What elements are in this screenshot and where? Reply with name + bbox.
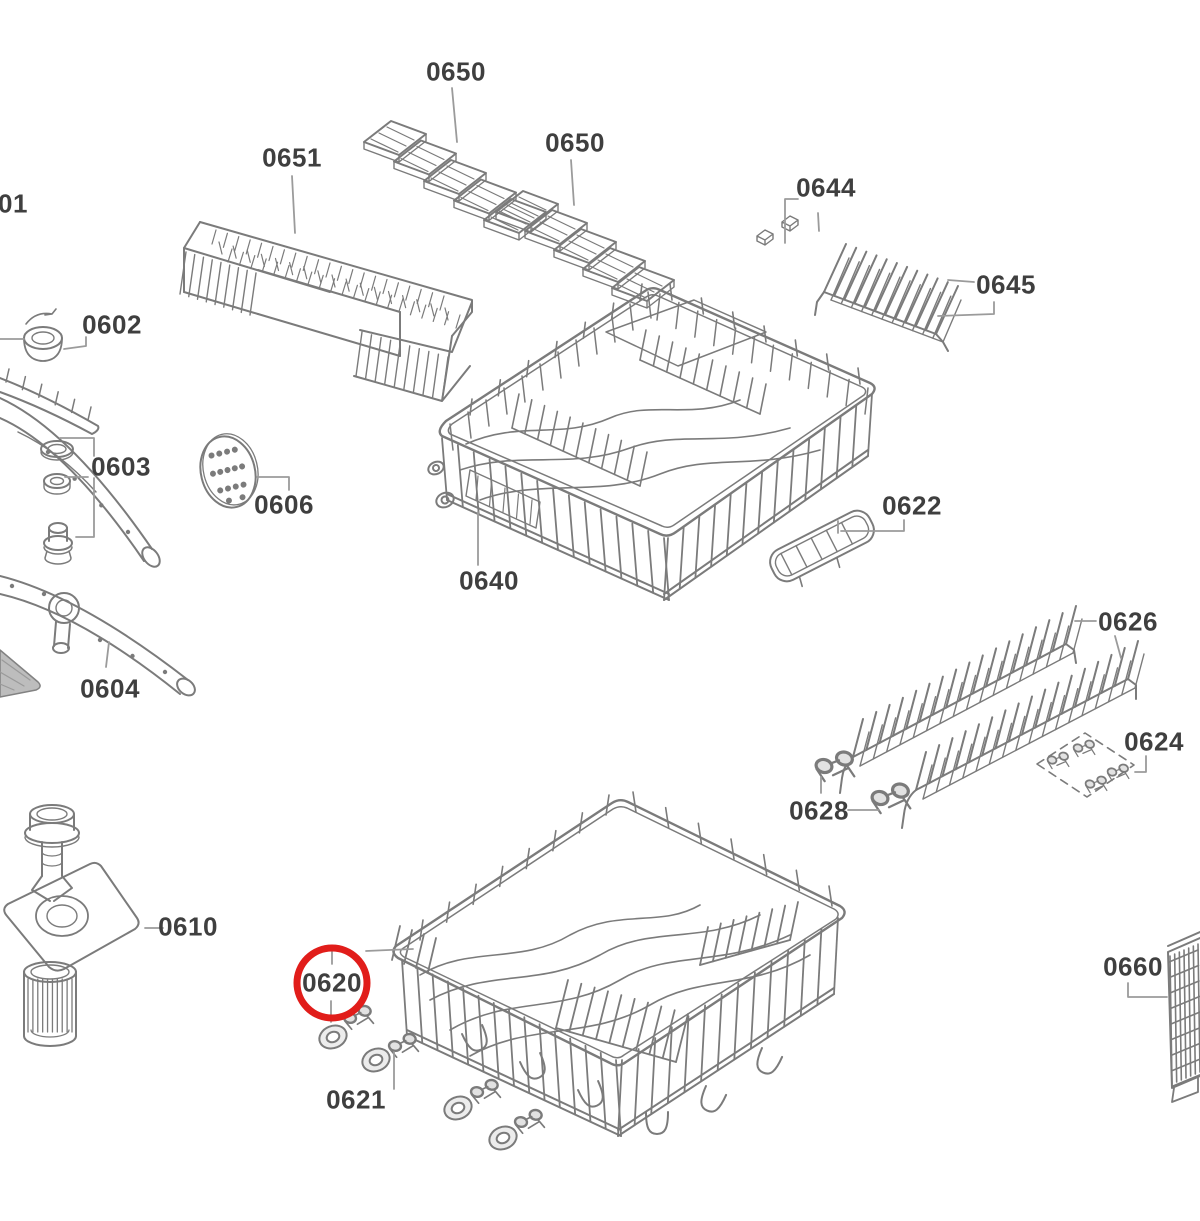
- part-label-0604: 0604: [80, 673, 140, 704]
- part-label-0640: 0640: [459, 565, 519, 596]
- leader-lines: [0, 87, 1168, 1090]
- leader-0651: [291, 175, 296, 234]
- part-label-0624: 0624: [1124, 726, 1184, 757]
- part-0610-filter-assembly: [3, 804, 140, 1047]
- part-label-0660: 0660: [1103, 951, 1163, 982]
- part-label-0621: 0621: [326, 1084, 386, 1115]
- part-0626-tine-rows: [839, 605, 1145, 829]
- part-label-0622: 0622: [882, 490, 942, 521]
- part-label-0644: 0644: [796, 172, 856, 203]
- part-label-0603: 0603: [91, 451, 151, 482]
- part-label-0602: 0602: [82, 309, 142, 340]
- part-label-0601-partial: 01: [0, 188, 28, 219]
- part-0650-shelf-1: [363, 120, 547, 241]
- part-0622-tray: [769, 509, 875, 588]
- part-label-0626: 0626: [1098, 606, 1158, 637]
- leader-0650b: [570, 159, 575, 206]
- part-label-0620-highlighted: 0620: [302, 967, 362, 998]
- part-0624-clip-kit: [1036, 732, 1135, 799]
- part-0604-spray-arm: [0, 575, 196, 697]
- part-0621-wheels: [314, 1001, 549, 1155]
- leader-0602: [63, 336, 87, 350]
- leader-0603: [59, 437, 95, 538]
- leader-0606: [256, 476, 290, 491]
- leader-0644: [784, 198, 820, 244]
- part-0645-tine-row: [814, 243, 962, 352]
- part-0603-spray-arm: [0, 368, 161, 568]
- part-label-0650-b: 0650: [545, 127, 605, 158]
- part-0620-lower-basket: [391, 791, 846, 1137]
- highlight-circle-0620: [293, 944, 371, 1022]
- part-label-0610: 0610: [158, 911, 218, 942]
- part-0602-collar: [23, 308, 63, 362]
- part-label-0628: 0628: [789, 795, 849, 826]
- part-label-0606: 0606: [254, 489, 314, 520]
- part-label-0651: 0651: [262, 142, 322, 173]
- part-label-0650-a: 0650: [426, 56, 486, 87]
- part-0644-clips: [756, 215, 799, 246]
- leader-0645: [937, 279, 995, 317]
- part-label-0645: 0645: [976, 269, 1036, 300]
- leader-0626: [1074, 620, 1122, 659]
- part-0651-knife-basket: [179, 221, 473, 402]
- leader-0624: [1134, 755, 1147, 773]
- part-0640-upper-basket: [427, 283, 876, 601]
- leader-0650a: [451, 87, 458, 143]
- leader-0622: [837, 519, 905, 534]
- part-0660-cutlery-basket: [1167, 931, 1200, 1103]
- leader-0628: [820, 776, 880, 811]
- part-corner-mesh: [0, 649, 41, 698]
- leader-0604: [105, 641, 110, 668]
- leader-0660: [1127, 982, 1168, 998]
